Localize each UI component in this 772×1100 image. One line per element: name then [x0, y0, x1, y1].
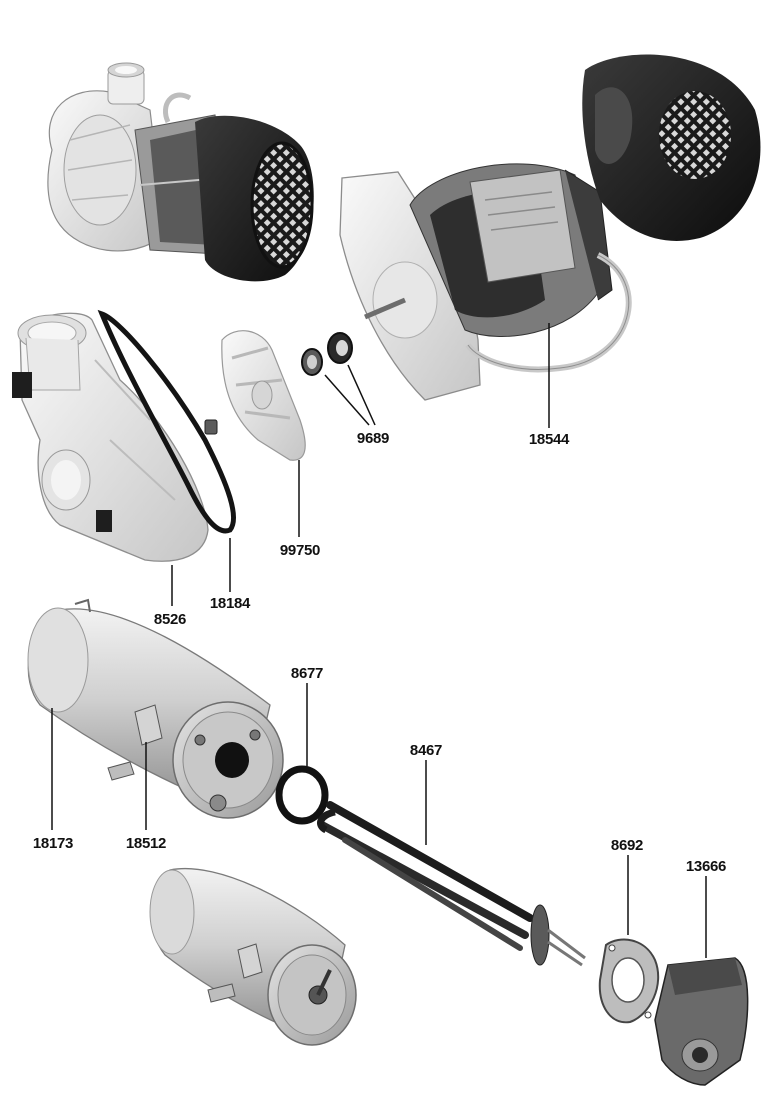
fan-cover [582, 54, 761, 241]
flange-gasket [598, 938, 660, 1024]
impeller-nut [204, 419, 218, 435]
part-label-18173: 18173 [33, 835, 73, 852]
boiler-tank [27, 598, 284, 819]
leader-9689-b [347, 364, 376, 426]
part-label-8692: 8692 [611, 837, 643, 854]
assembled-boiler [149, 868, 357, 1046]
part-label-99750: 99750 [280, 542, 320, 559]
shaft-seal [301, 332, 353, 376]
part-label-18544: 18544 [529, 431, 570, 448]
assembled-pump-motor [47, 62, 314, 282]
motor-body [339, 163, 632, 401]
pump-housing [12, 312, 209, 562]
impeller [221, 330, 306, 461]
part-label-18184: 18184 [210, 595, 251, 612]
leader-9689-a [324, 374, 370, 426]
part-label-8526: 8526 [154, 611, 186, 628]
part-label-8677: 8677 [291, 665, 323, 682]
part-label-9689: 9689 [357, 430, 389, 447]
part-label-18512: 18512 [126, 835, 166, 852]
heater-oring [275, 765, 329, 825]
part-label-13666: 13666 [686, 858, 726, 875]
element-cover [654, 957, 749, 1086]
part-label-8467: 8467 [410, 742, 442, 759]
heating-element [317, 801, 586, 967]
gasket-ring [97, 309, 236, 534]
